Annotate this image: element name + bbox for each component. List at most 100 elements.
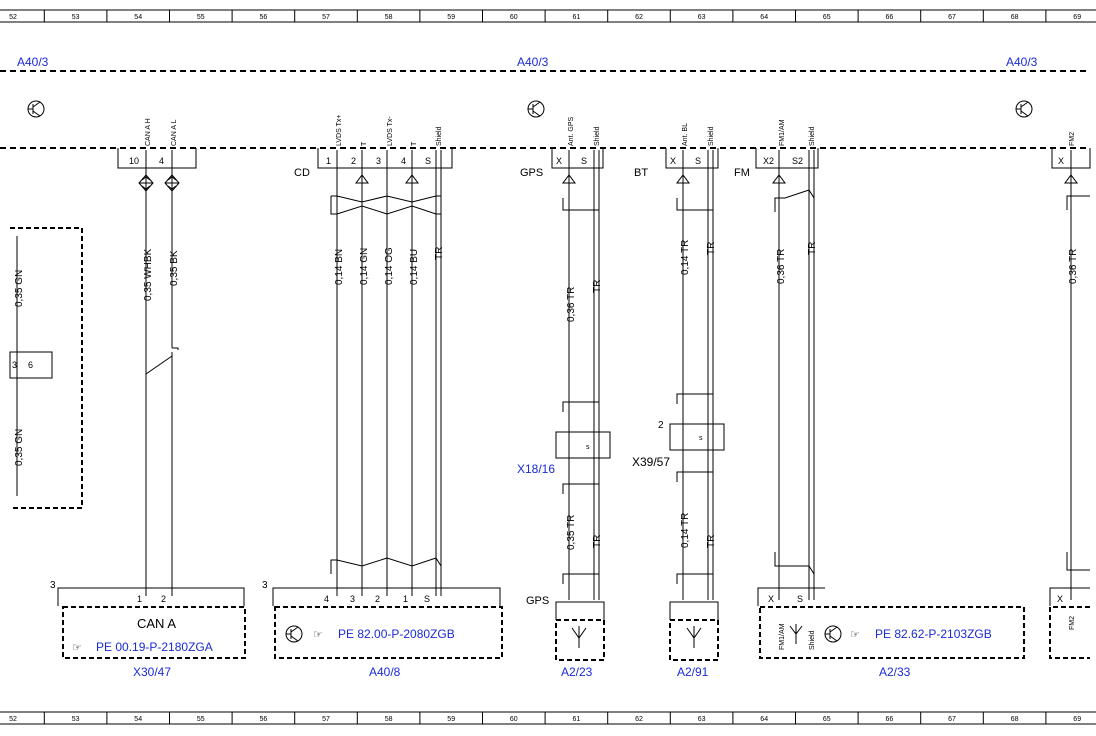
- pin-number: 2: [351, 156, 356, 166]
- transistor-icon: [824, 625, 842, 643]
- pin-label-shield: Shield: [436, 126, 443, 146]
- grid-number: 66: [886, 716, 894, 723]
- wire-label: TR: [592, 280, 603, 293]
- grid-number: 61: [573, 14, 581, 21]
- component-link-a2-33[interactable]: A2/33: [879, 665, 911, 679]
- grid-number: 66: [886, 14, 894, 21]
- pin-number: S2: [792, 156, 803, 166]
- pin-number: 1: [137, 594, 142, 604]
- hand-pointer-icon: ☞: [313, 629, 323, 641]
- grid-number: 52: [9, 14, 17, 21]
- pin-label-can-l: CAN A L: [171, 119, 178, 146]
- wire-label: TR: [592, 535, 603, 548]
- grid-number: 59: [447, 14, 455, 21]
- conn-group-cd: CD: [294, 167, 310, 179]
- grid-number: 56: [260, 716, 268, 723]
- grid-number: 55: [197, 716, 205, 723]
- component-link-a2-23[interactable]: A2/23: [561, 665, 593, 679]
- pin-label-can-h: CAN A H: [145, 118, 152, 146]
- pin-number: 3: [12, 360, 17, 370]
- fm-wires: 0,36 TR TR: [772, 150, 818, 600]
- grid-number: 60: [510, 716, 518, 723]
- grid-number: 68: [1011, 14, 1019, 21]
- pin-number: 6: [28, 360, 33, 370]
- grid-number: 62: [635, 14, 643, 21]
- pe-link-a2-33[interactable]: PE 82.62-P-2103ZGB: [875, 627, 992, 641]
- inline-connector-x39-57: 2 s: [658, 420, 725, 451]
- wire-label: TR: [706, 535, 717, 548]
- pin-number: s: [699, 435, 703, 442]
- pe-link-can[interactable]: PE 00.19-P-2180ZGA: [96, 640, 213, 654]
- grid-number: 64: [760, 716, 768, 723]
- component-link-x30-47[interactable]: X30/47: [133, 665, 171, 679]
- can-wires: 0,35 WHBK 0,35 BK: [138, 150, 180, 596]
- conn-group-fm: FM: [734, 167, 750, 179]
- pin-label-shield: Shield: [809, 126, 816, 146]
- grid-number: 54: [134, 14, 142, 21]
- module-label-a40-3-right[interactable]: A40/3: [1006, 55, 1038, 69]
- grid-number: 53: [72, 716, 80, 723]
- gps-label: GPS: [526, 595, 549, 607]
- inline-connector-x18-16: s: [555, 431, 611, 459]
- grid-number: 67: [948, 14, 956, 21]
- bottom-grid-ruler: [0, 711, 1096, 725]
- connector-link-x18-16[interactable]: X18/16: [517, 462, 555, 476]
- wire-label: 0,35 GN: [14, 270, 25, 307]
- pin-number: X2: [763, 156, 774, 166]
- pin-label-shield: Shield: [809, 630, 816, 650]
- module-label-a40-3-mid[interactable]: A40/3: [517, 55, 549, 69]
- wire-label: 0,36 TR: [776, 249, 787, 284]
- pin-number: 3: [350, 594, 355, 604]
- conn-group-gps: GPS: [520, 167, 543, 179]
- pe-link-a40-8[interactable]: PE 82.00-P-2080ZGB: [338, 627, 455, 641]
- pin-number: 2: [658, 420, 664, 431]
- grid-number: 65: [823, 716, 831, 723]
- can-title: CAN A: [137, 616, 176, 631]
- pin-label-shield: Shield: [708, 126, 715, 146]
- wire-label: 0,35 WHBK: [143, 248, 154, 301]
- module-label-a40-3-left[interactable]: A40/3: [17, 55, 49, 69]
- wire-label: 0,14 TR: [680, 513, 691, 548]
- pin-label-fm2: FM2: [1069, 132, 1076, 146]
- grid-number: 52: [9, 716, 17, 723]
- pin-number: s: [586, 444, 590, 451]
- wire-label: 0,14 BU: [409, 249, 420, 285]
- lvds-wires: 0,14 BN 0,14 GN 0,14 OG 0,14 BU TR: [330, 150, 445, 596]
- pin-label-fm2: FM2: [1069, 616, 1076, 630]
- component-a40-8: 3 4 3 2 1 S ☞: [262, 580, 503, 659]
- wire-label: 0,36 TR: [566, 287, 577, 322]
- hand-pointer-icon: ☞: [850, 629, 860, 641]
- component-link-a2-91[interactable]: A2/91: [677, 665, 709, 679]
- grid-number: 68: [1011, 716, 1019, 723]
- pin-number: 3: [262, 580, 268, 591]
- fm-connector-header: FM X2 S2 FM1/AM Shield: [734, 119, 819, 179]
- conn-group-bt: BT: [634, 167, 648, 179]
- wire-label: 0,35 TR: [566, 515, 577, 550]
- hand-pointer-icon: ☞: [72, 642, 82, 654]
- pin-number: X: [768, 594, 774, 604]
- pin-number: X: [556, 156, 562, 166]
- grid-number: 63: [698, 716, 706, 723]
- pin-number: X: [1057, 594, 1063, 604]
- component-a2-23: GPS: [526, 595, 605, 661]
- pin-label-t: T: [411, 141, 418, 146]
- grid-number: 53: [72, 14, 80, 21]
- right-partial-component: X FM2: [1049, 587, 1090, 659]
- component-a2-33: X S FM1/AM Shield ☞: [757, 587, 1025, 659]
- grid-number: 57: [322, 716, 330, 723]
- pin-number: S: [797, 594, 803, 604]
- connector-label-x39-57: X39/57: [632, 455, 670, 469]
- grid-number: 58: [385, 14, 393, 21]
- wire-label: 0,35 GN: [14, 429, 25, 466]
- pin-label-lvds-txm: LVDS Tx-: [387, 116, 394, 146]
- top-grid-ruler: [0, 9, 1096, 23]
- component-link-a40-8[interactable]: A40/8: [369, 665, 401, 679]
- grid-number: 54: [134, 716, 142, 723]
- can-connector-header: 10 4 CAN A H CAN A L: [117, 118, 197, 169]
- grid-number: 69: [1073, 14, 1081, 21]
- pin-number: 3: [50, 580, 56, 591]
- pin-number: S: [425, 156, 431, 166]
- grid-number: 61: [573, 716, 581, 723]
